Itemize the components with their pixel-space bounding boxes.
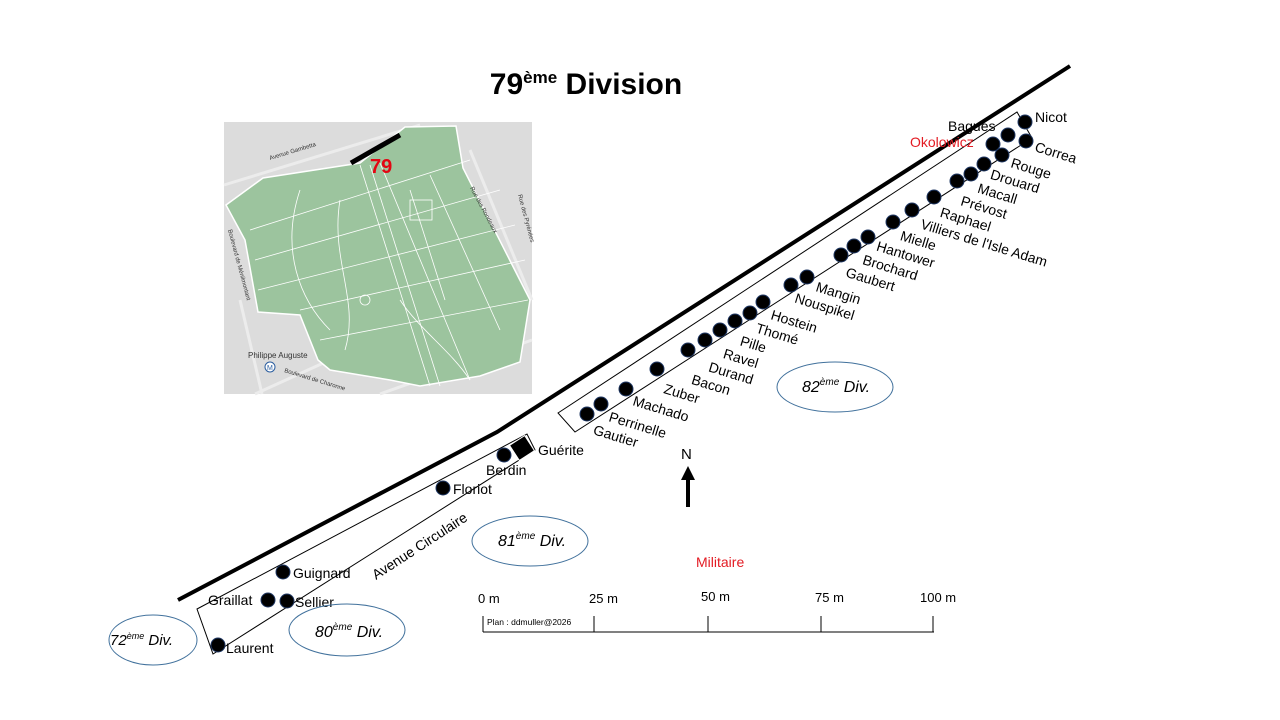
grave-marker-icon[interactable]	[799, 269, 815, 285]
plot-outline-lower	[196, 433, 536, 655]
guerite-label: Guérite	[538, 442, 584, 458]
grave-marker-icon[interactable]	[949, 173, 965, 189]
grave-marker-icon[interactable]	[697, 332, 713, 348]
grave-name-label: Okolowicz	[910, 134, 974, 150]
grave-marker-icon[interactable]	[210, 637, 226, 653]
division-label: 82ème Div.	[802, 377, 870, 396]
division-80: 80ème Div.	[288, 603, 406, 657]
grave-name-label: Graillat	[208, 592, 252, 608]
grave-marker-icon[interactable]	[846, 238, 862, 254]
grave-27[interactable]: Berdin	[486, 447, 526, 478]
grave-marker-icon[interactable]	[833, 247, 849, 263]
grave-name-label: Berdin	[486, 462, 526, 478]
grave-29[interactable]: Guignard	[275, 564, 351, 581]
division-72: 72ème Div.	[108, 614, 198, 666]
grave-marker-icon[interactable]	[727, 313, 743, 329]
scale-label: 50 m	[701, 589, 730, 604]
division-label: 72ème Div.	[110, 631, 173, 649]
division-label: 80ème Div.	[315, 622, 383, 641]
division-ellipse	[108, 614, 198, 666]
grave-marker-icon[interactable]	[783, 277, 799, 293]
grave-marker-icon[interactable]	[1000, 127, 1016, 143]
grave-marker-icon[interactable]	[680, 342, 696, 358]
scale-label: 25 m	[589, 591, 618, 606]
metro-icon	[264, 361, 276, 373]
grave-marker-icon[interactable]	[275, 564, 291, 580]
grave-marker-icon[interactable]	[712, 322, 728, 338]
grave-name-label: Pille	[738, 333, 768, 356]
grave-19[interactable]: Pille	[727, 313, 769, 356]
grave-name-label: Bagues	[948, 118, 995, 134]
division-label: 81ème Div.	[498, 531, 566, 550]
grave-marker-icon[interactable]	[963, 166, 979, 182]
grave-name-label: Laurent	[226, 640, 274, 656]
inset-label-philippe-auguste: Philippe Auguste	[248, 351, 308, 360]
division-ellipse	[776, 361, 894, 413]
grave-marker-icon[interactable]	[279, 593, 295, 609]
scale-label: 75 m	[815, 590, 844, 605]
grave-28[interactable]: Floriot	[435, 480, 492, 497]
military-label: Militaire	[696, 554, 744, 570]
grave-marker-icon[interactable]	[976, 156, 992, 172]
grave-marker-icon[interactable]	[1017, 114, 1033, 130]
grave-name-label: Floriot	[453, 481, 492, 497]
grave-marker-icon[interactable]	[742, 305, 758, 321]
grave-marker-icon[interactable]	[593, 396, 609, 412]
metro-icon-letter: M	[267, 365, 273, 372]
grave-marker-icon[interactable]	[649, 361, 665, 377]
grave-30[interactable]: Graillat	[208, 592, 276, 608]
scale-bar: 0 m 25 m 50 m 75 m 100 m Plan : ddmuller…	[478, 589, 956, 633]
grave-marker-icon[interactable]	[579, 406, 595, 422]
grave-marker-icon[interactable]	[985, 136, 1001, 152]
north-arrowhead-icon	[681, 466, 695, 480]
grave-name-label: Nicot	[1035, 109, 1067, 125]
north-label: N	[681, 446, 692, 463]
inset-division-number: 79	[370, 156, 392, 178]
grave-marker-icon[interactable]	[926, 189, 942, 205]
grave-marker-icon[interactable]	[260, 592, 276, 608]
grave-1[interactable]: Nicot	[1017, 109, 1067, 130]
grave-marker-icon[interactable]	[885, 214, 901, 230]
division-ellipse	[288, 603, 406, 657]
park-paths	[249, 159, 529, 387]
division-81: 81ème Div.	[471, 515, 589, 567]
grave-marker-icon[interactable]	[904, 202, 920, 218]
grave-3[interactable]: Okolowicz	[910, 134, 1001, 152]
grave-marker-icon[interactable]	[755, 294, 771, 310]
grave-32[interactable]: Laurent	[210, 637, 274, 656]
cemetery-wall	[177, 64, 1072, 602]
scale-label: 0 m	[478, 591, 500, 606]
guerite-icon	[508, 434, 536, 462]
grave-name-label: Sellier	[295, 594, 334, 610]
scale-label: 100 m	[920, 590, 956, 605]
grave-marker-icon[interactable]	[994, 147, 1010, 163]
division-82: 82ème Div.	[776, 361, 894, 413]
division-marker-line	[349, 132, 402, 166]
grave-2[interactable]: Bagues	[948, 118, 1016, 143]
grave-31[interactable]: Sellier	[279, 593, 334, 610]
grave-marker-icon[interactable]	[496, 447, 512, 463]
grave-marker-icon[interactable]	[860, 229, 876, 245]
grave-marker-icon[interactable]	[618, 381, 634, 397]
division-ellipse	[471, 515, 589, 567]
plan-credit: Plan : ddmuller@2026	[487, 617, 572, 627]
grave-marker-icon[interactable]	[1018, 133, 1034, 149]
grave-marker-icon[interactable]	[435, 480, 451, 496]
inset-map: 79 Avenue Gambetta Rue des Rondeaux Rue …	[223, 122, 535, 396]
grave-name-label: Guignard	[293, 565, 351, 581]
page-title: 79ème Division	[489, 68, 683, 101]
